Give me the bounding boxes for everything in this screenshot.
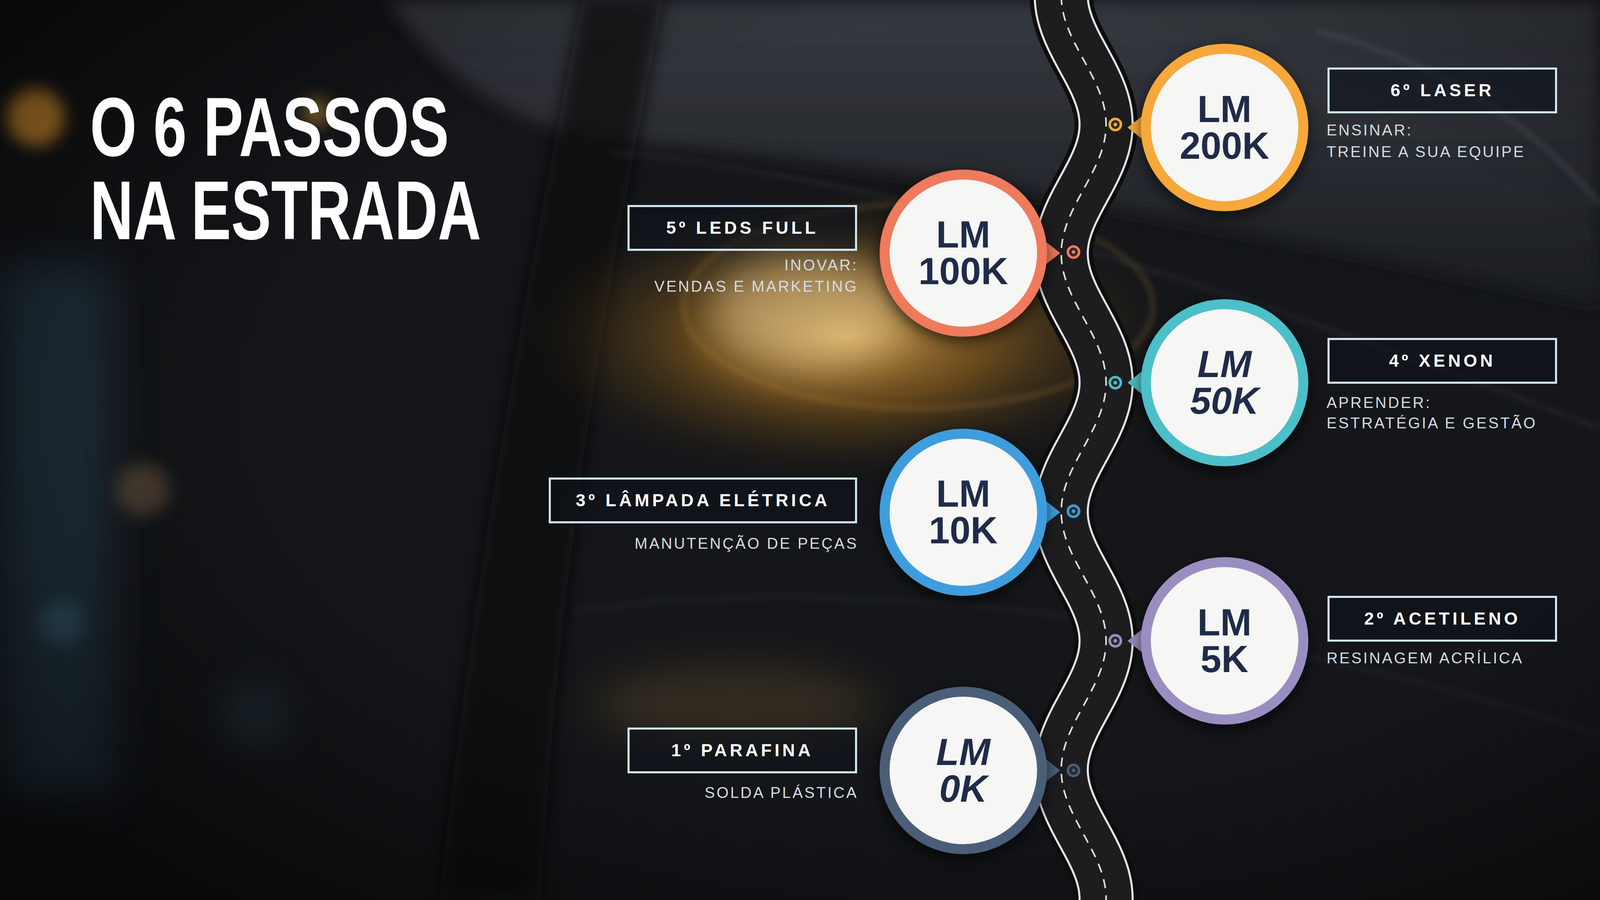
title: O 6 PASSOS NA ESTRADA (90, 85, 510, 253)
road-dot (1109, 118, 1121, 130)
road-dot (1067, 765, 1080, 777)
step-box: 3º LÂMPADA ELÉTRICA (548, 477, 858, 524)
milestone-circle: LM 100K (879, 169, 1048, 338)
road-center-line (1061, 0, 1107, 900)
step-title: 5º LEDS FULL (666, 218, 819, 238)
step-subtitle: APRENDER: (1326, 394, 1432, 412)
road-markers (1040, 112, 1148, 786)
step-box: 1º PARAFINA (627, 727, 858, 774)
step-title: 6º LASER (1390, 80, 1495, 100)
step-subtitle: SOLDA PLÁSTICA (704, 784, 859, 802)
road-dot (1067, 505, 1080, 517)
step-subtitle: ENSINAR: (1326, 122, 1413, 140)
road-dot-center (1113, 122, 1118, 127)
milestone-label: LM 0K (913, 733, 1014, 808)
step-title: 2º ACETILENO (1364, 609, 1521, 629)
road-asphalt (1061, 0, 1107, 900)
road-dot-center (1113, 639, 1118, 643)
step-title: 1º PARAFINA (671, 740, 814, 760)
milestone-circle: LM 0K (879, 686, 1048, 855)
road-dot (1067, 246, 1080, 258)
road-dot (1109, 635, 1121, 647)
road (1061, 0, 1107, 900)
road-edge-line (1061, 0, 1107, 900)
step-subtitle: VENDAS E MARKETING (654, 278, 858, 296)
step-subtitle: MANUTENÇÃO DE PEÇAS (634, 535, 859, 553)
milestone-label: LM 10K (913, 475, 1014, 549)
step-subtitle: TREINE A SUA EQUIPE (1326, 143, 1526, 161)
road-shoulder (1061, 0, 1107, 900)
step-subtitle: RESINAGEM ACRÍLICA (1326, 650, 1524, 668)
step-box: 5º LEDS FULL (627, 205, 858, 251)
step-box: 6º LASER (1327, 67, 1558, 114)
step-subtitle: ESTRATÉGIA E GESTÃO (1326, 415, 1538, 433)
milestone-circle: LM 50K (1140, 299, 1309, 467)
road-dot (1109, 377, 1121, 389)
road-dot-center (1113, 380, 1118, 385)
milestone-circle: LM 5K (1140, 557, 1309, 725)
step-subtitle: INOVAR: (784, 257, 858, 275)
milestone-label: LM 50K (1174, 345, 1275, 420)
step-box: 4º XENON (1327, 337, 1558, 384)
step-title: 4º XENON (1389, 351, 1496, 371)
milestone-label: LM 5K (1174, 604, 1275, 678)
road-dot-center (1071, 250, 1076, 254)
milestone-label: LM 100K (913, 216, 1014, 290)
milestone-circle: LM 10K (879, 428, 1048, 597)
road-dot-center (1071, 509, 1076, 514)
step-title: 3º LÂMPADA ELÉTRICA (575, 490, 830, 510)
step-box: 2º ACETILENO (1327, 595, 1558, 642)
milestone-label: LM 200K (1174, 90, 1275, 165)
road-dot-center (1071, 768, 1076, 773)
milestone-circle: LM 200K (1140, 43, 1309, 212)
